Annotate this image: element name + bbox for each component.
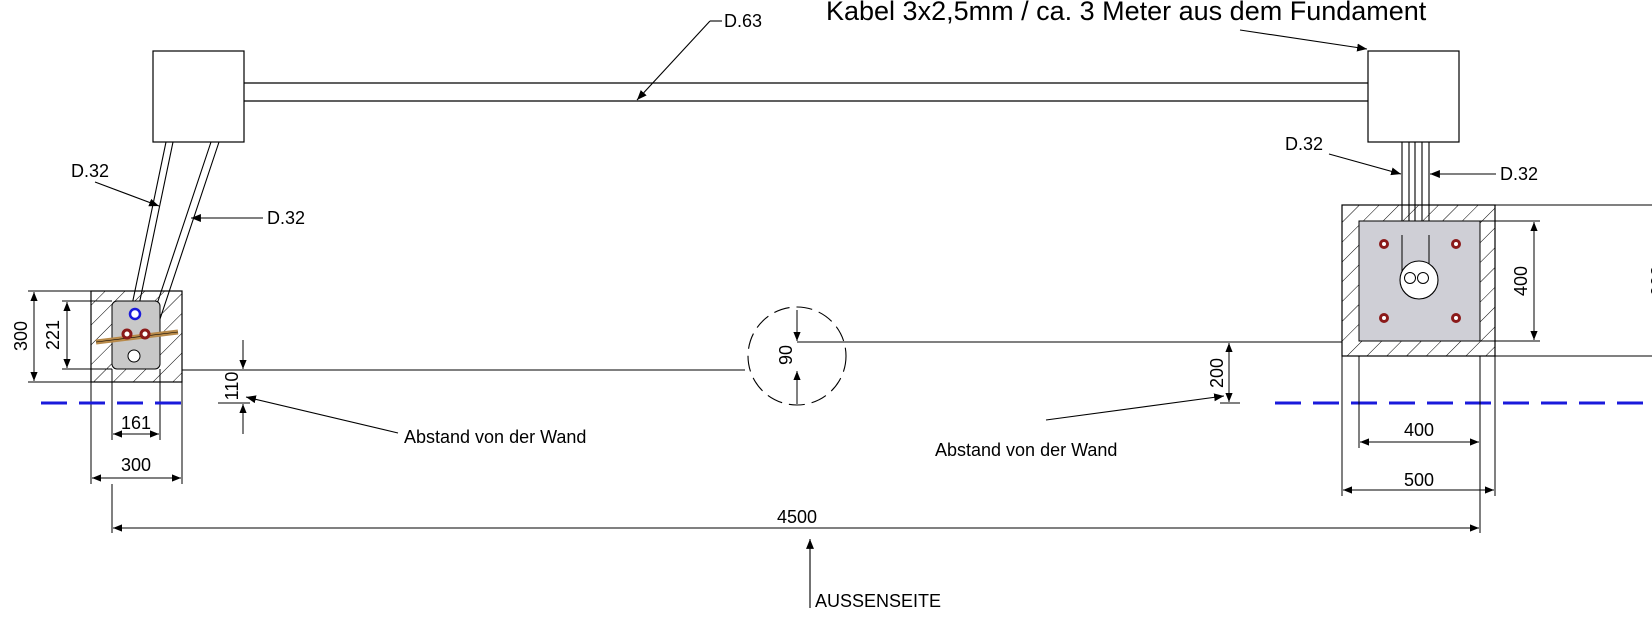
svg-text:161: 161 <box>121 413 151 433</box>
foundation-left <box>90 290 183 383</box>
leader-d63 <box>636 20 711 101</box>
svg-text:221: 221 <box>43 320 63 350</box>
dim-right-height-inner: 400 <box>1480 220 1540 342</box>
label-d32-right-b: D.32 <box>1500 164 1538 184</box>
junction-box-left <box>152 50 245 143</box>
svg-text:300: 300 <box>121 455 151 475</box>
svg-text:90: 90 <box>776 345 796 365</box>
dim-center-offset: 90 <box>776 310 801 404</box>
foundation-right <box>1341 204 1496 357</box>
svg-text:4500: 4500 <box>777 507 817 527</box>
dim-right-width-inner: 400 <box>1358 356 1481 448</box>
dim-right-height-outer: 500 <box>1495 204 1652 357</box>
leader-wall-left <box>245 395 399 434</box>
label-outside: AUSSENSEITE <box>815 591 941 611</box>
cable-note: Kabel 3x2,5mm / ca. 3 Meter aus dem Fund… <box>826 0 1427 26</box>
leader-d32-right-a <box>1328 153 1402 176</box>
dim-right-width-outer: 500 <box>1341 356 1496 496</box>
svg-text:400: 400 <box>1404 420 1434 440</box>
dim-left-width-inner: 161 <box>111 369 161 440</box>
svg-text:400: 400 <box>1511 266 1531 296</box>
label-d32-right-a: D.32 <box>1285 134 1323 154</box>
svg-text:300: 300 <box>11 321 31 351</box>
leader-wall-right <box>1045 393 1225 421</box>
label-d32-left-b: D.32 <box>267 208 305 228</box>
junction-box-right <box>1367 50 1460 143</box>
leader-cable-note <box>1239 29 1368 52</box>
detail-circle <box>747 306 847 406</box>
label-wall-distance-left: Abstand von der Wand <box>404 427 586 447</box>
label-d63: D.63 <box>724 11 762 31</box>
dim-left-wall-offset: 110 <box>218 340 250 434</box>
svg-text:110: 110 <box>222 372 242 401</box>
dim-left-width-outer: 300 <box>90 382 183 484</box>
svg-text:500: 500 <box>1647 266 1652 296</box>
label-wall-distance-right: Abstand von der Wand <box>935 440 1117 460</box>
label-d32-left-a: D.32 <box>71 161 109 181</box>
dim-total-length: 4500 <box>111 448 1481 533</box>
svg-text:200: 200 <box>1207 358 1227 388</box>
dim-left-height-outer: 300 <box>11 290 91 383</box>
svg-text:500: 500 <box>1404 470 1434 490</box>
dim-left-height-inner: 221 <box>43 300 112 370</box>
leader-d32-left-a <box>94 181 160 207</box>
dim-right-wall-offset: 200 <box>1207 343 1240 404</box>
conduit-d63 <box>244 82 1368 102</box>
